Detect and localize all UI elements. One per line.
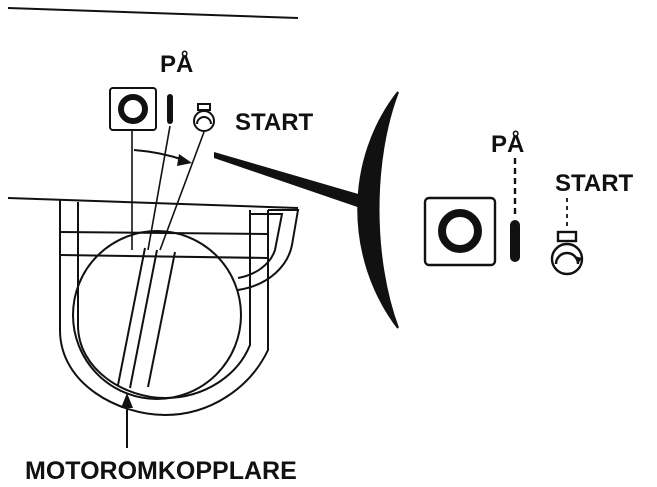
label-pointer-arrow (121, 393, 133, 448)
start-key-icon-large (550, 230, 584, 276)
on-label-small: PÅ (160, 50, 193, 78)
switch-name-label: MOTOROMKOPPLARE (25, 457, 297, 485)
magnifier-arc (357, 91, 399, 329)
off-symbol-large (423, 196, 497, 267)
start-key-icon-small (193, 103, 215, 132)
top-panel-edge (7, 7, 299, 19)
lower-panel-edge (7, 197, 299, 209)
off-symbol-small (109, 87, 157, 131)
on-bar-icon-large (510, 220, 520, 262)
zoom-pointer (214, 152, 372, 212)
switch-knob (72, 230, 242, 400)
on-bar-icon-small (167, 94, 173, 124)
position-guide-lines (131, 125, 205, 251)
start-label-large: START (555, 170, 634, 197)
start-label-small: START (235, 109, 314, 136)
rotation-arrow (133, 149, 192, 166)
on-label-large: PÅ (491, 130, 524, 158)
switch-housing (59, 200, 300, 417)
